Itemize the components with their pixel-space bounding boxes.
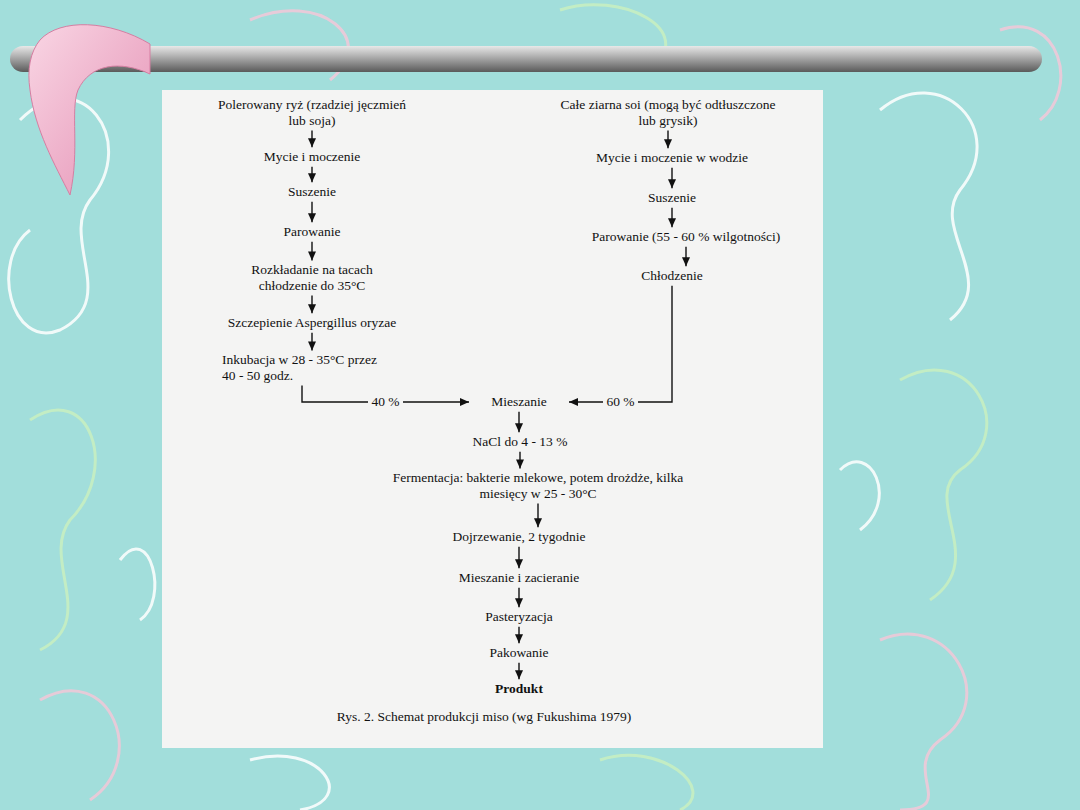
step-text: Suszenie — [612, 190, 732, 206]
flow-arrow — [518, 412, 519, 432]
process-step: Pasteryzacja — [446, 608, 592, 626]
flow-arrow — [311, 202, 312, 222]
step-text: Parowanie — [252, 224, 372, 240]
process-step: Chłodzenie — [609, 267, 735, 285]
flow-arrow — [518, 627, 519, 643]
step-text: Pasteryzacja — [449, 609, 589, 625]
flow-arrow — [311, 242, 312, 261]
step-text: Pakowanie — [459, 645, 579, 661]
flow-arrow — [518, 663, 519, 679]
process-step: Pakowanie — [456, 644, 582, 662]
process-step: Polerowany ryż (rzadziej jęczmień lub so… — [209, 96, 415, 129]
process-step: Rozkładanie na tacach chłodzenie do 35°C — [229, 261, 395, 294]
step-text: Mycie i moczenie w wodzie — [562, 150, 782, 166]
flow-arrow — [311, 333, 312, 351]
process-step: NaCl do 4 - 13 % — [437, 433, 603, 451]
process-step: Szczepienie Aspergillus oryzae — [189, 314, 435, 332]
flow-arrow — [685, 247, 686, 266]
process-step: Produkt — [466, 680, 572, 698]
step-text: Dojrzewanie, 2 tygodnie — [419, 529, 619, 545]
step-text: Mieszanie — [474, 394, 564, 410]
diagram-panel: Polerowany ryż (rzadziej jęczmień lub so… — [162, 90, 823, 748]
step-text: Mycie i moczenie — [232, 149, 392, 165]
step-text: Szczepienie Aspergillus oryzae — [192, 315, 432, 331]
process-step: Inkubacja w 28 - 35°C przez 40 - 50 godz… — [219, 351, 385, 384]
flow-arrow — [311, 167, 312, 182]
step-text: Inkubacja w 28 - 35°C przez 40 - 50 godz… — [222, 352, 382, 383]
flow-arrow — [519, 452, 520, 469]
flow-arrow — [569, 286, 672, 402]
flow-arrow — [667, 131, 668, 149]
step-text: Parowanie (55 - 60 % wilgotności) — [556, 229, 816, 245]
step-text: Całe ziarna soi (mogą być odtłuszczone l… — [558, 97, 778, 128]
flow-arrow — [537, 504, 538, 528]
ratio-label: 60 % — [603, 394, 637, 410]
figure-caption: Rys. 2. Schemat produkcji miso (wg Fukus… — [337, 709, 632, 725]
process-step: Dojrzewanie, 2 tygodnie — [416, 528, 622, 546]
process-step: Mycie i moczenie — [229, 148, 395, 166]
step-text: Mieszanie i zacieranie — [419, 570, 619, 586]
step-text: NaCl do 4 - 13 % — [440, 434, 600, 450]
flow-arrow — [671, 208, 672, 227]
step-text: Produkt — [469, 681, 569, 697]
flow-arrow — [518, 547, 519, 568]
step-text: Chłodzenie — [612, 268, 732, 284]
step-text: Fermentacja: bakterie mlekowe, potem dro… — [373, 470, 703, 501]
process-step: Suszenie — [249, 183, 375, 201]
process-step: Mieszanie — [471, 393, 567, 411]
process-step: Mieszanie i zacieranie — [416, 569, 622, 587]
process-step: Parowanie (55 - 60 % wilgotności) — [553, 228, 819, 246]
flow-arrow — [311, 131, 312, 148]
process-step: Całe ziarna soi (mogą być odtłuszczone l… — [555, 96, 781, 129]
ratio-label: 40 % — [368, 394, 402, 410]
flow-arrow — [311, 296, 312, 314]
process-step: Mycie i moczenie w wodzie — [559, 149, 785, 167]
step-text: Rozkładanie na tacach chłodzenie do 35°C — [232, 262, 392, 293]
process-step: Fermentacja: bakterie mlekowe, potem dro… — [370, 469, 706, 502]
process-step: Parowanie — [249, 223, 375, 241]
process-step: Suszenie — [609, 189, 735, 207]
flow-arrow — [671, 168, 672, 188]
flow-arrow — [518, 588, 519, 607]
step-text: Suszenie — [252, 184, 372, 200]
step-text: Polerowany ryż (rzadziej jęczmień lub so… — [212, 97, 412, 128]
